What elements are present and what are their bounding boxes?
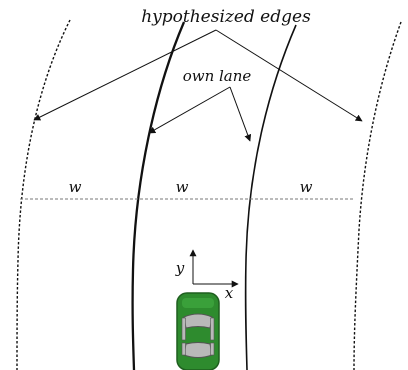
ego-car <box>176 292 220 370</box>
arrow-own-left <box>148 86 231 134</box>
width-label-right: w <box>300 178 313 196</box>
hypothesized-edge-left <box>16 19 71 370</box>
arrow-own-right <box>229 86 252 142</box>
arrow-hyp-right <box>215 29 363 122</box>
width-label-center: w <box>176 178 189 196</box>
own-lane-left-edge <box>131 21 186 370</box>
coordinate-axes <box>189 249 239 288</box>
own-lane-right-edge <box>244 24 297 370</box>
x-axis-label: x <box>225 284 234 302</box>
arrow-hyp-left <box>33 29 217 121</box>
y-axis-label: y <box>175 259 185 277</box>
hypothesized-edge-right <box>353 21 402 370</box>
width-label-left: w <box>69 178 82 196</box>
hypothesized-edges-label: hypothesized edges <box>141 7 311 27</box>
own-lane-label: own lane <box>183 67 252 85</box>
